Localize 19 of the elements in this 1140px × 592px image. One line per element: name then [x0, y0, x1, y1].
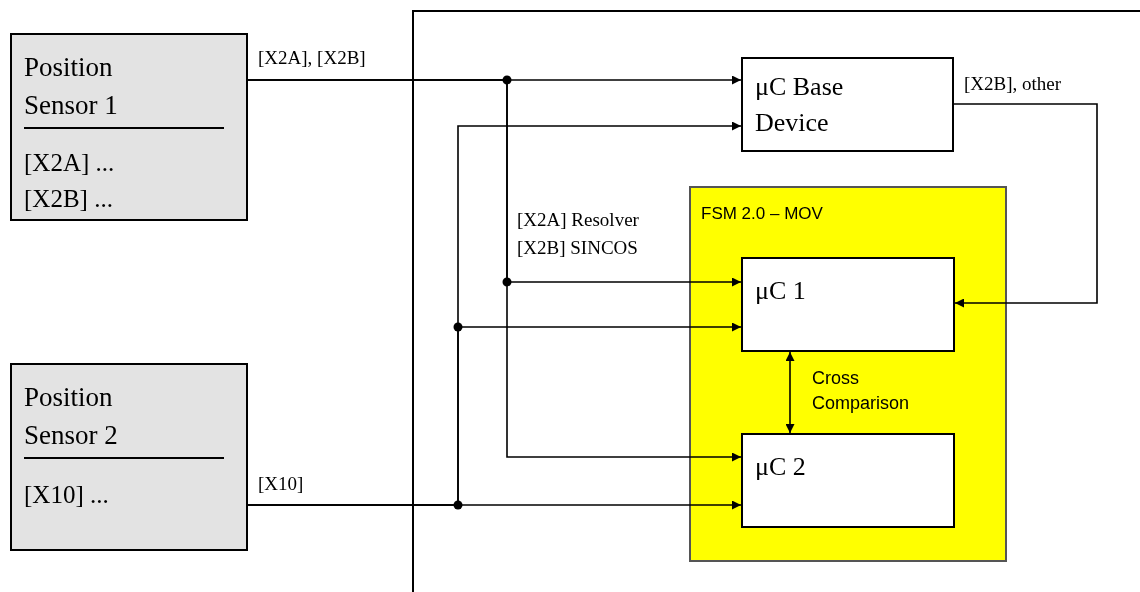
node-text: [X10] ...: [24, 480, 109, 510]
node-title: μC 2: [755, 451, 806, 483]
node-text: [X2B] ...: [24, 184, 113, 214]
sensor-box: [10, 33, 248, 221]
arrow: [247, 121, 742, 506]
arrow: [953, 103, 1098, 308]
arrow: [785, 351, 795, 434]
controller-box: [741, 433, 955, 528]
node-title: Position Sensor 2: [24, 381, 119, 452]
device-box: [741, 57, 954, 152]
sensor-box: [10, 363, 248, 551]
node-title: FSM 2.0 – MOV: [701, 203, 824, 225]
arrow: [247, 79, 742, 462]
controller-box: [741, 257, 955, 352]
node-text: [X2A] ...: [24, 148, 115, 178]
module-panel: [689, 186, 1007, 562]
node-title: μC 1: [755, 275, 806, 307]
node-title: μC Base Device: [755, 71, 845, 140]
node-title: Position Sensor 1: [24, 51, 119, 122]
